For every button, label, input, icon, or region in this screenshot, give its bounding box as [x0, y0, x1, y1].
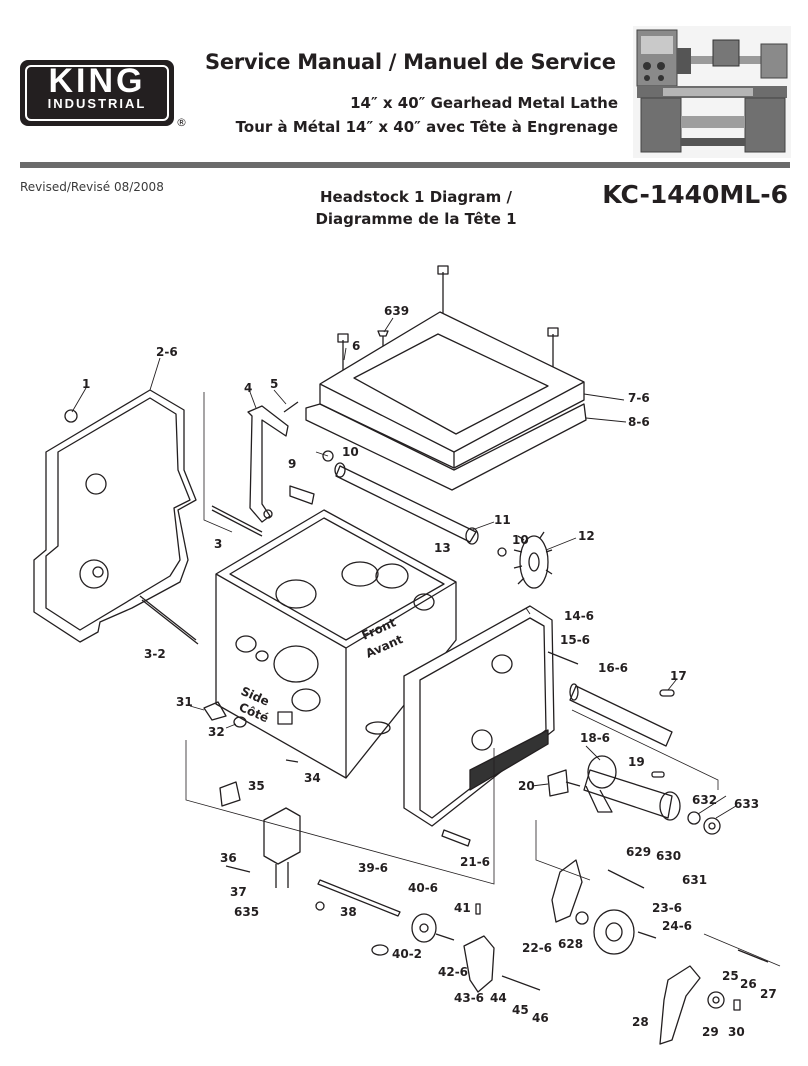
logo-industrial-text: INDUSTRIAL — [47, 96, 147, 111]
logo-border — [25, 65, 169, 121]
part-28: 28 — [632, 1015, 649, 1029]
cover-gasket — [305, 403, 587, 491]
part-7-6: 7-6 — [628, 391, 650, 405]
diagram-title: Headstock 1 Diagram / Diagramme de la Tê… — [300, 186, 532, 230]
part-44: 44 — [490, 991, 507, 1005]
part-numbers: 639 6 2-6 1 4 5 7-6 8-6 10 9 3 11 10 12 … — [82, 304, 777, 1039]
leader-lines — [71, 317, 737, 819]
part-18-6: 18-6 — [580, 731, 610, 745]
part-9: 9 — [288, 457, 296, 471]
part-12: 12 — [578, 529, 595, 543]
part-26: 26 — [740, 977, 757, 991]
part-40-2: 40-2 — [392, 947, 422, 961]
part-17: 17 — [670, 669, 687, 683]
king-industrial-logo: KING INDUSTRIAL — [20, 60, 174, 126]
headstock-exploded-diagram: Front Avant Side Côté 639 6 2-6 1 4 5 7-… — [33, 265, 781, 1045]
part-15-6: 15-6 — [560, 633, 590, 647]
part-13: 13 — [434, 541, 451, 555]
model-number: KC-1440ML-6 — [602, 180, 788, 209]
part-34: 34 — [304, 771, 321, 785]
diagram-title-en: Headstock 1 Diagram / — [319, 188, 513, 206]
front-panel — [403, 605, 555, 827]
part-630: 630 — [656, 849, 681, 863]
part-30: 30 — [728, 1025, 745, 1039]
part-14-6: 14-6 — [564, 609, 594, 623]
part-31: 31 — [176, 695, 193, 709]
part-628: 628 — [558, 937, 583, 951]
gear — [513, 531, 553, 589]
part-8-6: 8-6 — [628, 415, 650, 429]
part-1: 1 — [82, 377, 90, 391]
headstock-housing — [215, 509, 457, 779]
part-32: 32 — [208, 725, 225, 739]
part-639: 639 — [384, 304, 409, 318]
shaft-sleeve — [583, 755, 721, 835]
part-38: 38 — [340, 905, 357, 919]
part-42-6: 42-6 — [438, 965, 468, 979]
part-629: 629 — [626, 845, 651, 859]
part-19: 19 — [628, 755, 645, 769]
revision-date: Revised/Revisé 08/2008 — [20, 180, 164, 194]
part-22-6: 22-6 — [522, 941, 552, 955]
part-43-6: 43-6 — [454, 991, 484, 1005]
subtitle-english: 14″ x 40″ Gearhead Metal Lathe — [350, 94, 618, 112]
part-11: 11 — [494, 513, 511, 527]
page-title: Service Manual / Manuel de Service — [205, 50, 616, 74]
registered-mark: ® — [176, 116, 187, 129]
part-35: 35 — [248, 779, 265, 793]
part-27: 27 — [760, 987, 777, 1001]
part-41: 41 — [454, 901, 471, 915]
part-39-6: 39-6 — [358, 861, 388, 875]
part-5: 5 — [270, 377, 278, 391]
part-4: 4 — [244, 381, 252, 395]
part-10-lower: 10 — [512, 533, 529, 547]
part-25: 25 — [722, 969, 739, 983]
part-2-6: 2-6 — [156, 345, 178, 359]
headstock-cover — [319, 311, 585, 469]
lathe-photo — [633, 26, 791, 158]
shaft — [322, 450, 507, 557]
part-3: 3 — [214, 537, 222, 551]
bracket-lines — [185, 392, 781, 967]
part-24-6: 24-6 — [662, 919, 692, 933]
part-3-2: 3-2 — [144, 647, 166, 661]
part-36: 36 — [220, 851, 237, 865]
part-6: 6 — [352, 339, 360, 353]
part-633: 633 — [734, 797, 759, 811]
part-632: 632 — [692, 793, 717, 807]
part-45: 45 — [512, 1003, 529, 1017]
part-20: 20 — [518, 779, 535, 793]
part-16-6: 16-6 — [598, 661, 628, 675]
part-23-6: 23-6 — [652, 901, 682, 915]
diagram-title-fr: Diagramme de la Tête 1 — [315, 210, 517, 228]
spindle-shaft — [569, 683, 673, 747]
part-635: 635 — [234, 905, 259, 919]
part-21-6: 21-6 — [460, 855, 490, 869]
side-cover-plate — [33, 389, 197, 643]
logo-king-text: KING — [48, 62, 146, 100]
part-631: 631 — [682, 873, 707, 887]
part-10-upper: 10 — [342, 445, 359, 459]
part-37: 37 — [230, 885, 247, 899]
part-40-6: 40-6 — [408, 881, 438, 895]
subtitle-french: Tour à Métal 14″ x 40″ avec Tête à Engre… — [235, 118, 618, 136]
shift-lever — [247, 405, 289, 523]
part-29: 29 — [702, 1025, 719, 1039]
header-rule — [20, 162, 790, 168]
part-46: 46 — [532, 1011, 549, 1025]
